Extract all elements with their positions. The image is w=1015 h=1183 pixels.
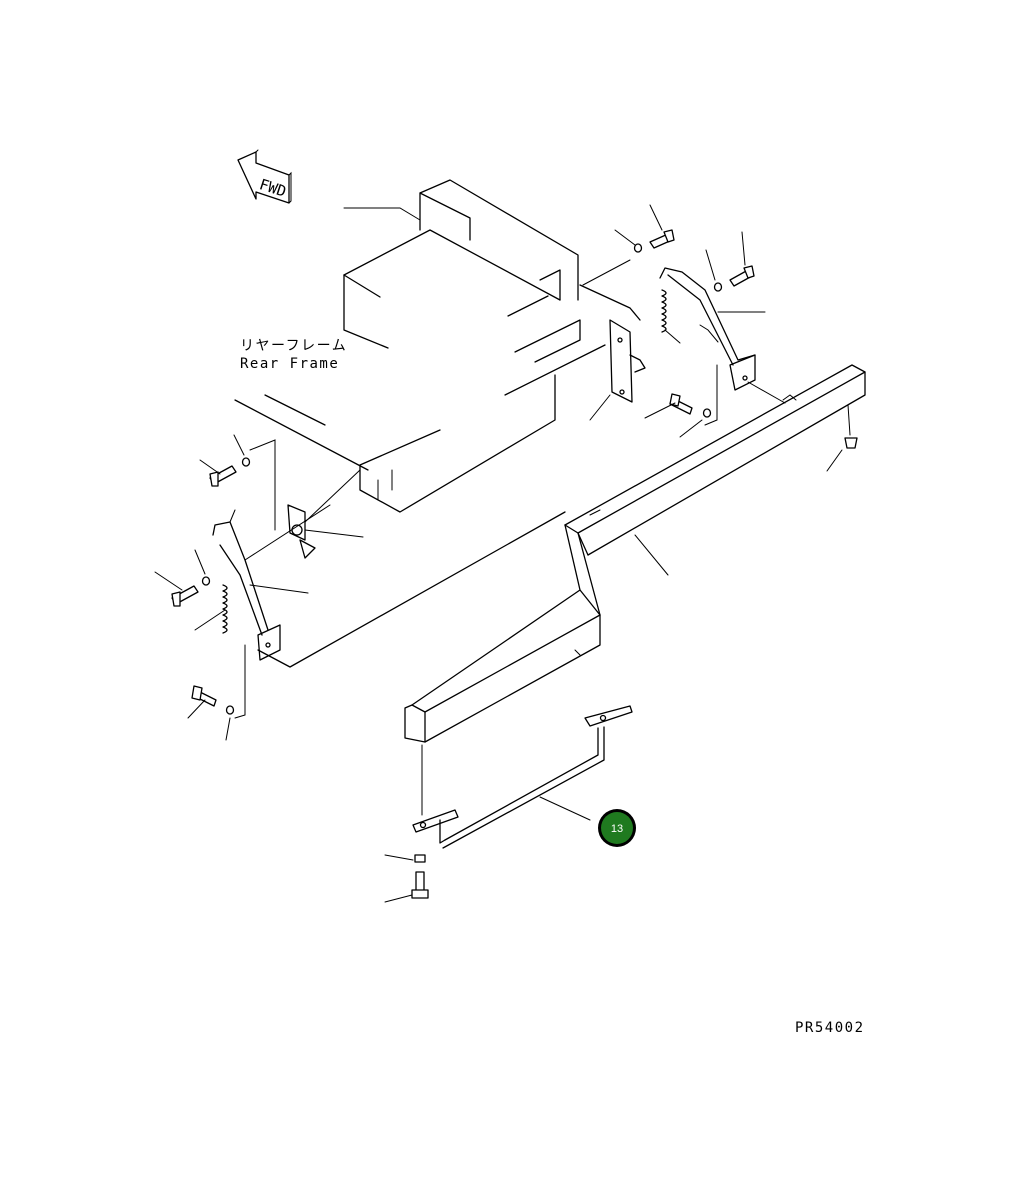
- washer-icon: [201, 576, 211, 586]
- rear-frame: [234, 179, 641, 513]
- left-fasteners: [171, 457, 251, 715]
- callout-badge[interactable]: [601, 812, 633, 844]
- drawing-number: PR54002: [795, 1020, 865, 1036]
- support-bar: [411, 705, 633, 899]
- washer-icon: [225, 705, 235, 715]
- fwd-label: FWD: [257, 175, 288, 200]
- guard-frame: [257, 364, 866, 743]
- right-fasteners: [633, 229, 858, 449]
- bolt-icon: [415, 871, 425, 893]
- fwd-arrow: FWD: [237, 149, 292, 204]
- washer-icon: [633, 243, 643, 253]
- washer-icon: [241, 457, 251, 467]
- washer-icon: [414, 854, 426, 863]
- rear-frame-label-jp: リヤーフレーム: [240, 338, 347, 354]
- leader-lines: [154, 204, 843, 903]
- right-bracket-assembly: [582, 259, 786, 426]
- callout-number: 13: [611, 823, 623, 835]
- washer-icon: [702, 408, 712, 418]
- cap-icon: [844, 437, 858, 449]
- washer-icon: [713, 282, 723, 292]
- rear-frame-label: リヤーフレーム Rear Frame: [240, 338, 347, 372]
- left-bracket-assembly: [212, 439, 361, 719]
- rear-frame-label-en: Rear Frame: [240, 356, 339, 372]
- callout-13[interactable]: 13: [598, 809, 636, 847]
